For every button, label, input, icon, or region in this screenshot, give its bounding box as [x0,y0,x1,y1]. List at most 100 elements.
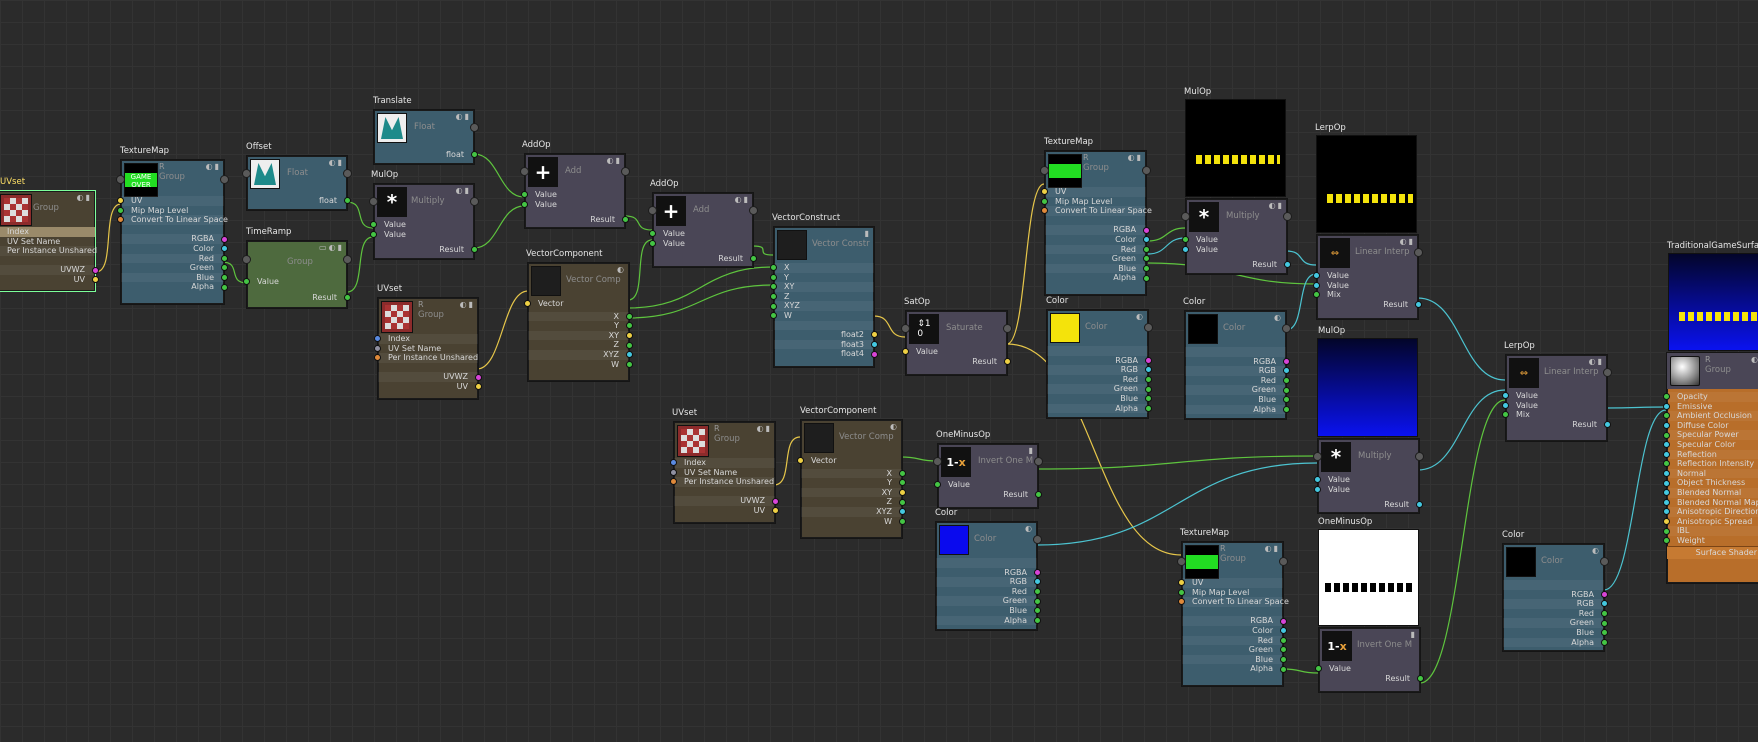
input-row[interactable]: Vector [797,456,902,466]
node-header-icons[interactable]: ◐▮ [606,156,622,165]
node-header[interactable]: GAME OVER R Group ◐▮ [116,160,229,197]
input-row[interactable]: Weight [1663,536,1758,546]
node-header-icons[interactable]: ◐ [617,265,626,274]
input-row[interactable]: Value [1182,235,1287,245]
node-header[interactable]: * Multiply ◐▮ [1181,199,1292,235]
node-in-port[interactable] [242,255,251,264]
node-header[interactable]: Color ◐ [936,522,1042,558]
input-row[interactable]: UV [1041,187,1146,197]
node-in-port[interactable] [1313,452,1322,461]
node-header[interactable]: ⇔ Linear Interp ◐▮ [1317,235,1423,271]
node-out-port[interactable] [1144,323,1153,332]
texturemap-node[interactable]: GAME OVER R Group ◐▮ UV Mip Map Level Co… [116,159,229,305]
input-row[interactable]: Value [370,220,474,230]
node-in-port[interactable] [1177,557,1186,566]
output-row[interactable]: Blue [1182,654,1287,665]
input-row[interactable]: Diffuse Color [1663,421,1758,431]
output-row[interactable]: UVWZ [0,265,99,275]
input-row[interactable]: Per Instance Unshared [0,246,97,256]
node-header[interactable]: R Group ◐▮ [674,422,775,458]
node-out-port[interactable] [1414,248,1423,257]
node-header[interactable]: 1-x Invert One M ▮ [933,444,1043,480]
color-swatch[interactable] [1050,313,1080,343]
color-swatch[interactable] [1506,547,1536,577]
input-row[interactable]: Per Instance Unshared [670,477,775,487]
connection-wire[interactable] [346,236,374,293]
output-row[interactable]: float3 [774,339,878,350]
input-row[interactable]: IBL [1663,526,1758,536]
input-row[interactable]: Mix [1502,410,1607,420]
output-port[interactable] [92,266,99,274]
timeramp-node[interactable]: Group ▭◐▮ Value Result [242,240,352,309]
node-header[interactable]: Color ◐ [1503,544,1609,580]
output-row[interactable]: UV [674,506,779,516]
output-row[interactable]: Red [121,253,228,264]
input-row[interactable]: XYZ [770,301,874,311]
input-row[interactable]: Specular Color [1663,440,1758,450]
input-row[interactable]: Value [934,480,1038,490]
node-header-icons[interactable]: ◐▮ [328,158,344,167]
output-row[interactable]: RGBA [1503,590,1608,600]
node-header[interactable]: R Group ◐▮ [1177,542,1288,579]
node-in-port[interactable] [1040,166,1049,175]
connection-wire[interactable] [1419,399,1506,684]
output-row[interactable]: Color [1045,235,1150,245]
output-row[interactable]: RGB [936,577,1041,587]
input-row[interactable]: Anisotropic Spread [1663,517,1758,527]
node-header-icons[interactable]: ◐ [1751,355,1758,364]
input-row[interactable]: Anisotropic Direction [1663,507,1758,517]
node-in-port[interactable] [1181,212,1190,221]
vectorcomponent-node[interactable]: Vector Comp ◐ Vector X Y XY Z XYZ W [524,262,633,382]
output-row[interactable]: RGBA [1182,616,1287,626]
connection-wire[interactable] [473,153,525,198]
connection-wire[interactable] [752,245,774,256]
node-in-port[interactable] [242,169,251,178]
mulop-node[interactable]: * Multiply ◐▮ Value Value Result [1181,198,1292,275]
output-row[interactable]: Red [1182,635,1287,646]
node-header[interactable]: Vector Comp ◐ [528,263,629,299]
output-row[interactable]: X [801,468,906,479]
output-row[interactable]: Red [1503,609,1608,619]
node-out-port[interactable] [1282,324,1291,333]
connection-wire[interactable] [627,284,774,319]
mulop-node[interactable]: * Multiply ◐▮ Value Value Result [369,183,479,260]
input-row[interactable]: Reflection Intensity [1663,459,1758,469]
node-header-icons[interactable]: ◐▮ [1264,544,1280,553]
output-row[interactable]: Red [1045,244,1150,255]
oneminus-node[interactable]: 1-x Invert One M ▮ Value Result [1315,627,1424,693]
connection-wire[interactable] [476,290,529,370]
output-row[interactable]: Red [1047,375,1152,385]
input-row[interactable]: Specular Power [1663,430,1758,440]
lerpop-node[interactable]: ⇔ Linear Interp ◐▮ Value Value Mix Resul… [1502,354,1612,442]
output-row[interactable]: W [528,360,633,370]
node-out-port[interactable] [1034,457,1043,466]
node-header-icons[interactable]: ◐ [1274,313,1283,322]
output-row[interactable]: Green [1047,384,1152,394]
input-row[interactable]: Object Thickness [1663,478,1758,488]
output-row[interactable]: Result [1319,674,1424,684]
node-header-icons[interactable]: ▭◐▮ [319,243,344,252]
input-row[interactable]: Per Instance Unshared [374,353,478,363]
node-header[interactable]: * Multiply ◐▮ [369,184,479,220]
input-row[interactable]: UV Set Name [374,344,478,354]
node-header-icons[interactable]: ◐▮ [756,424,772,433]
node-out-port[interactable] [1600,557,1609,566]
output-row[interactable]: UVWZ [378,372,482,382]
offset-node[interactable]: Float ◐▮ float [242,155,352,211]
input-row[interactable]: W [770,311,874,321]
surface-shader-node[interactable]: R Group ◐ Opacity Emissive Ambient Occlu… [1663,352,1758,584]
input-row[interactable]: Normal [1663,468,1758,479]
input-row[interactable]: Value [1502,401,1607,411]
node-header-icons[interactable]: ◐▮ [1127,153,1143,162]
input-row[interactable]: Value [521,190,625,200]
output-row[interactable]: RGBA [1045,225,1150,235]
node-header[interactable]: R Group ◐ [1667,353,1758,389]
connection-wire[interactable] [473,205,525,249]
input-row[interactable]: UV [1178,578,1283,588]
input-row[interactable]: Mip Map Level [1178,588,1283,598]
input-row[interactable]: Value [1313,281,1418,291]
output-row[interactable]: XY [801,487,906,498]
texturemap-node[interactable]: R Group ◐▮ UV Mip Map Level Convert To L… [1040,150,1152,296]
output-row[interactable]: Blue [1185,395,1290,405]
